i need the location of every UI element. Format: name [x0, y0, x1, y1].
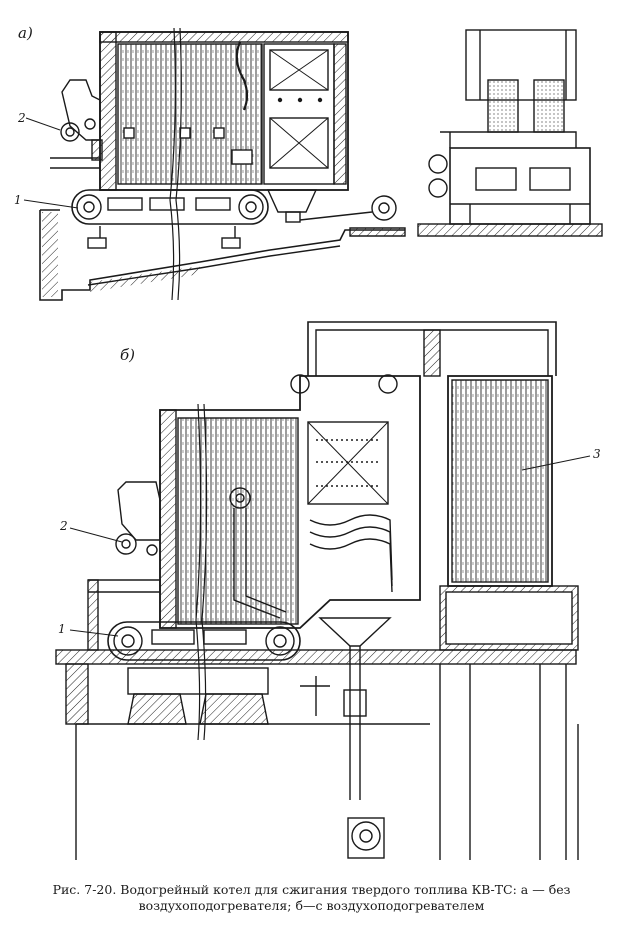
panel-a-label: а): [18, 24, 33, 42]
panel-b-callout-1: 1: [58, 622, 66, 636]
figure-caption: Рис. 7-20. Водогрейный котел для сжигани…: [20, 882, 603, 914]
panel-b-callout-3: 3: [593, 447, 601, 461]
panel-b-label: б): [120, 346, 135, 364]
panel-b-side-view: [55, 321, 579, 860]
panel-a-callout-2: 2: [17, 111, 26, 125]
panel-b-callouts: [69, 455, 591, 637]
caption-line-1: Рис. 7-20. Водогрейный котел для сжигани…: [52, 882, 571, 897]
panel-a-callout-1: 1: [14, 193, 22, 207]
panel-a-front-view: [417, 29, 603, 237]
panel-b-callout-2: 2: [59, 519, 68, 533]
panel-a-side-view: [39, 27, 406, 301]
panel-a-callouts: [23, 117, 79, 209]
caption-line-2: воздухоподогревателя; б—с воздухоподогре…: [138, 898, 485, 913]
